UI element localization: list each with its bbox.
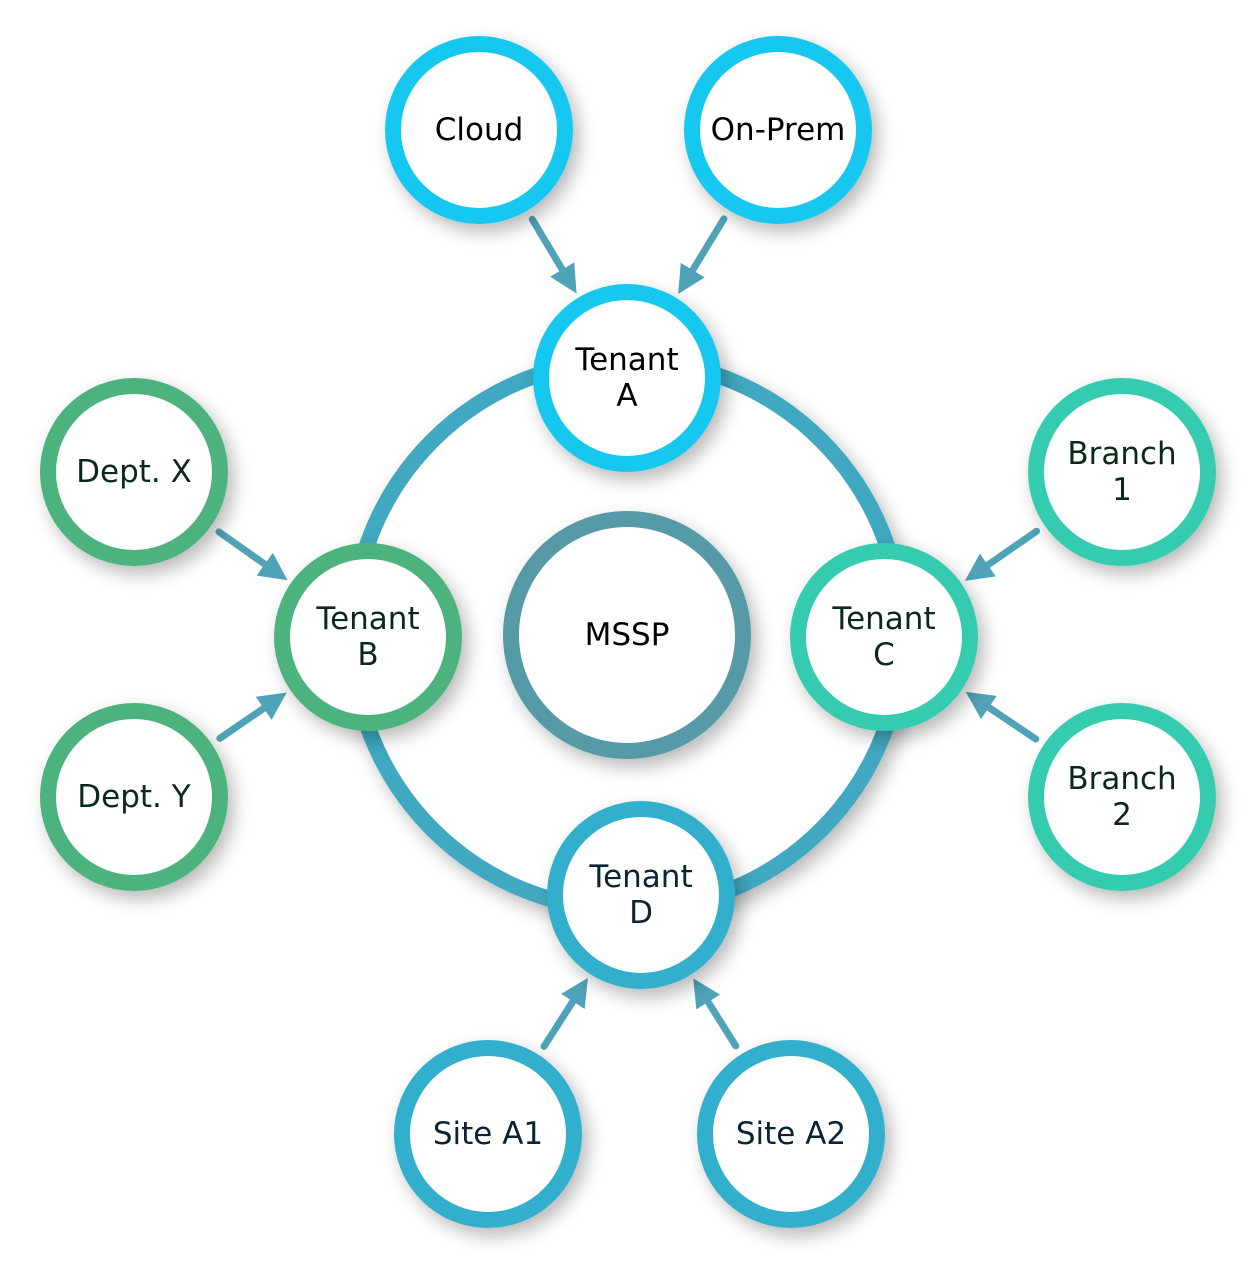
node-dept-y[interactable]: Dept. Y <box>40 703 228 891</box>
branch-1-circle <box>1028 378 1216 566</box>
tenant-b-label-line-1: Tenant <box>315 601 419 637</box>
tenant-a-label-line-1: Tenant <box>574 342 678 378</box>
tenant-c-circle <box>790 543 978 731</box>
tenant-b-circle <box>274 543 462 731</box>
cloud-circle <box>385 36 573 224</box>
arrow-branch-1-to-tenant-c <box>964 527 1041 581</box>
node-mssp[interactable]: MSSP <box>503 511 751 759</box>
node-on-prem[interactable]: On-Prem <box>684 36 872 224</box>
site-a1-label: Site A1 <box>433 1116 543 1152</box>
mssp-circle <box>503 511 751 759</box>
tenant-a-label-line-2: A <box>616 378 637 414</box>
arrow-cloud-to-tenant-a <box>528 215 577 294</box>
on-prem-circle <box>684 36 872 224</box>
site-a2-label: Site A2 <box>736 1116 846 1152</box>
arrow-site-a1-to-tenant-d <box>540 977 588 1050</box>
branch-2-label-line-1: Branch <box>1067 761 1176 797</box>
site-a2-circle <box>697 1040 885 1228</box>
tenant-c-label-line-1: Tenant <box>831 601 935 637</box>
site-a1-circle <box>394 1040 582 1228</box>
on-prem-label: On-Prem <box>711 112 846 148</box>
branch-2-circle <box>1028 703 1216 891</box>
arrow-dept-y-to-tenant-b <box>216 692 287 742</box>
arrow-site-a2-to-tenant-d <box>693 978 740 1050</box>
dept-y-label: Dept. Y <box>77 779 190 815</box>
tenant-d-label-line-1: Tenant <box>588 859 692 895</box>
branch-2-label-line-2: 2 <box>1112 797 1132 833</box>
mssp-label: MSSP <box>585 617 670 653</box>
arrow-branch-2-to-tenant-c <box>965 691 1040 743</box>
tenant-c-label-line-2: C <box>873 637 895 673</box>
cloud-label: Cloud <box>435 112 524 148</box>
branch-1-label-line-1: Branch <box>1067 436 1176 472</box>
tenant-d-circle <box>547 801 735 989</box>
dept-x-label: Dept. X <box>76 454 192 490</box>
arrow-dept-x-to-tenant-b <box>215 528 288 581</box>
node-cloud[interactable]: Cloud <box>385 36 573 224</box>
dept-y-circle <box>40 703 228 891</box>
branch-1-label-line-2: 1 <box>1112 472 1132 508</box>
arrow-on-prem-to-tenant-a <box>678 215 728 294</box>
node-dept-x[interactable]: Dept. X <box>40 378 228 566</box>
node-site-a2[interactable]: Site A2 <box>697 1040 885 1228</box>
dept-x-circle <box>40 378 228 566</box>
tenant-b-label-line-2: B <box>357 637 378 673</box>
node-site-a1[interactable]: Site A1 <box>394 1040 582 1228</box>
tenant-a-circle <box>533 284 721 472</box>
tenant-d-label-line-2: D <box>629 895 653 931</box>
